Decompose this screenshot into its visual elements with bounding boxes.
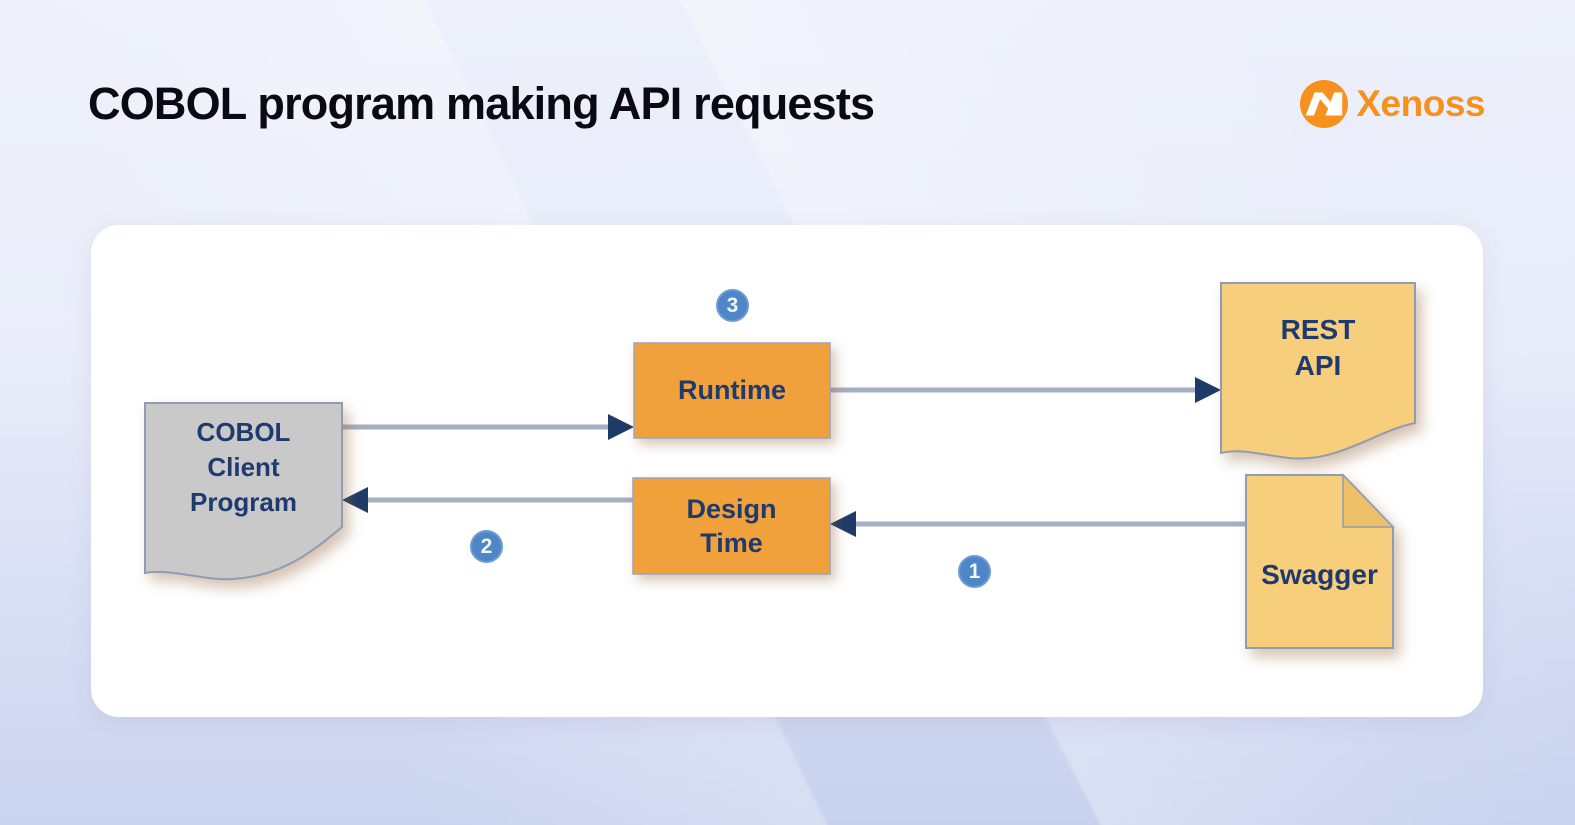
page-title: COBOL program making API requests	[88, 78, 875, 129]
arrowhead-into-rest-api	[1195, 377, 1221, 403]
diagram-card: COBOL Client Program Runtime Design Time…	[91, 225, 1483, 717]
arrowhead-into-design-time	[830, 511, 856, 537]
design-time-box	[632, 477, 831, 575]
swagger-file-shape	[1245, 474, 1394, 649]
rest-api-shape	[1220, 282, 1416, 460]
brand-name: Xenoss	[1356, 83, 1485, 124]
arrowhead-into-runtime	[608, 414, 634, 440]
swagger-folded-corner	[1342, 473, 1395, 528]
cobol-client-program-shape	[144, 402, 343, 581]
step-badge-1: 1	[958, 555, 991, 588]
xenoss-n-circle-icon	[1300, 80, 1349, 128]
header: COBOL program making API requests Xenoss	[88, 78, 1485, 130]
brand-logo: Xenoss	[1300, 80, 1485, 128]
step-badge-3: 3	[716, 289, 749, 322]
step-badge-2: 2	[470, 530, 503, 563]
runtime-box	[633, 342, 831, 439]
arrowhead-into-cobol	[342, 487, 368, 513]
diagram-canvas	[144, 282, 1416, 649]
